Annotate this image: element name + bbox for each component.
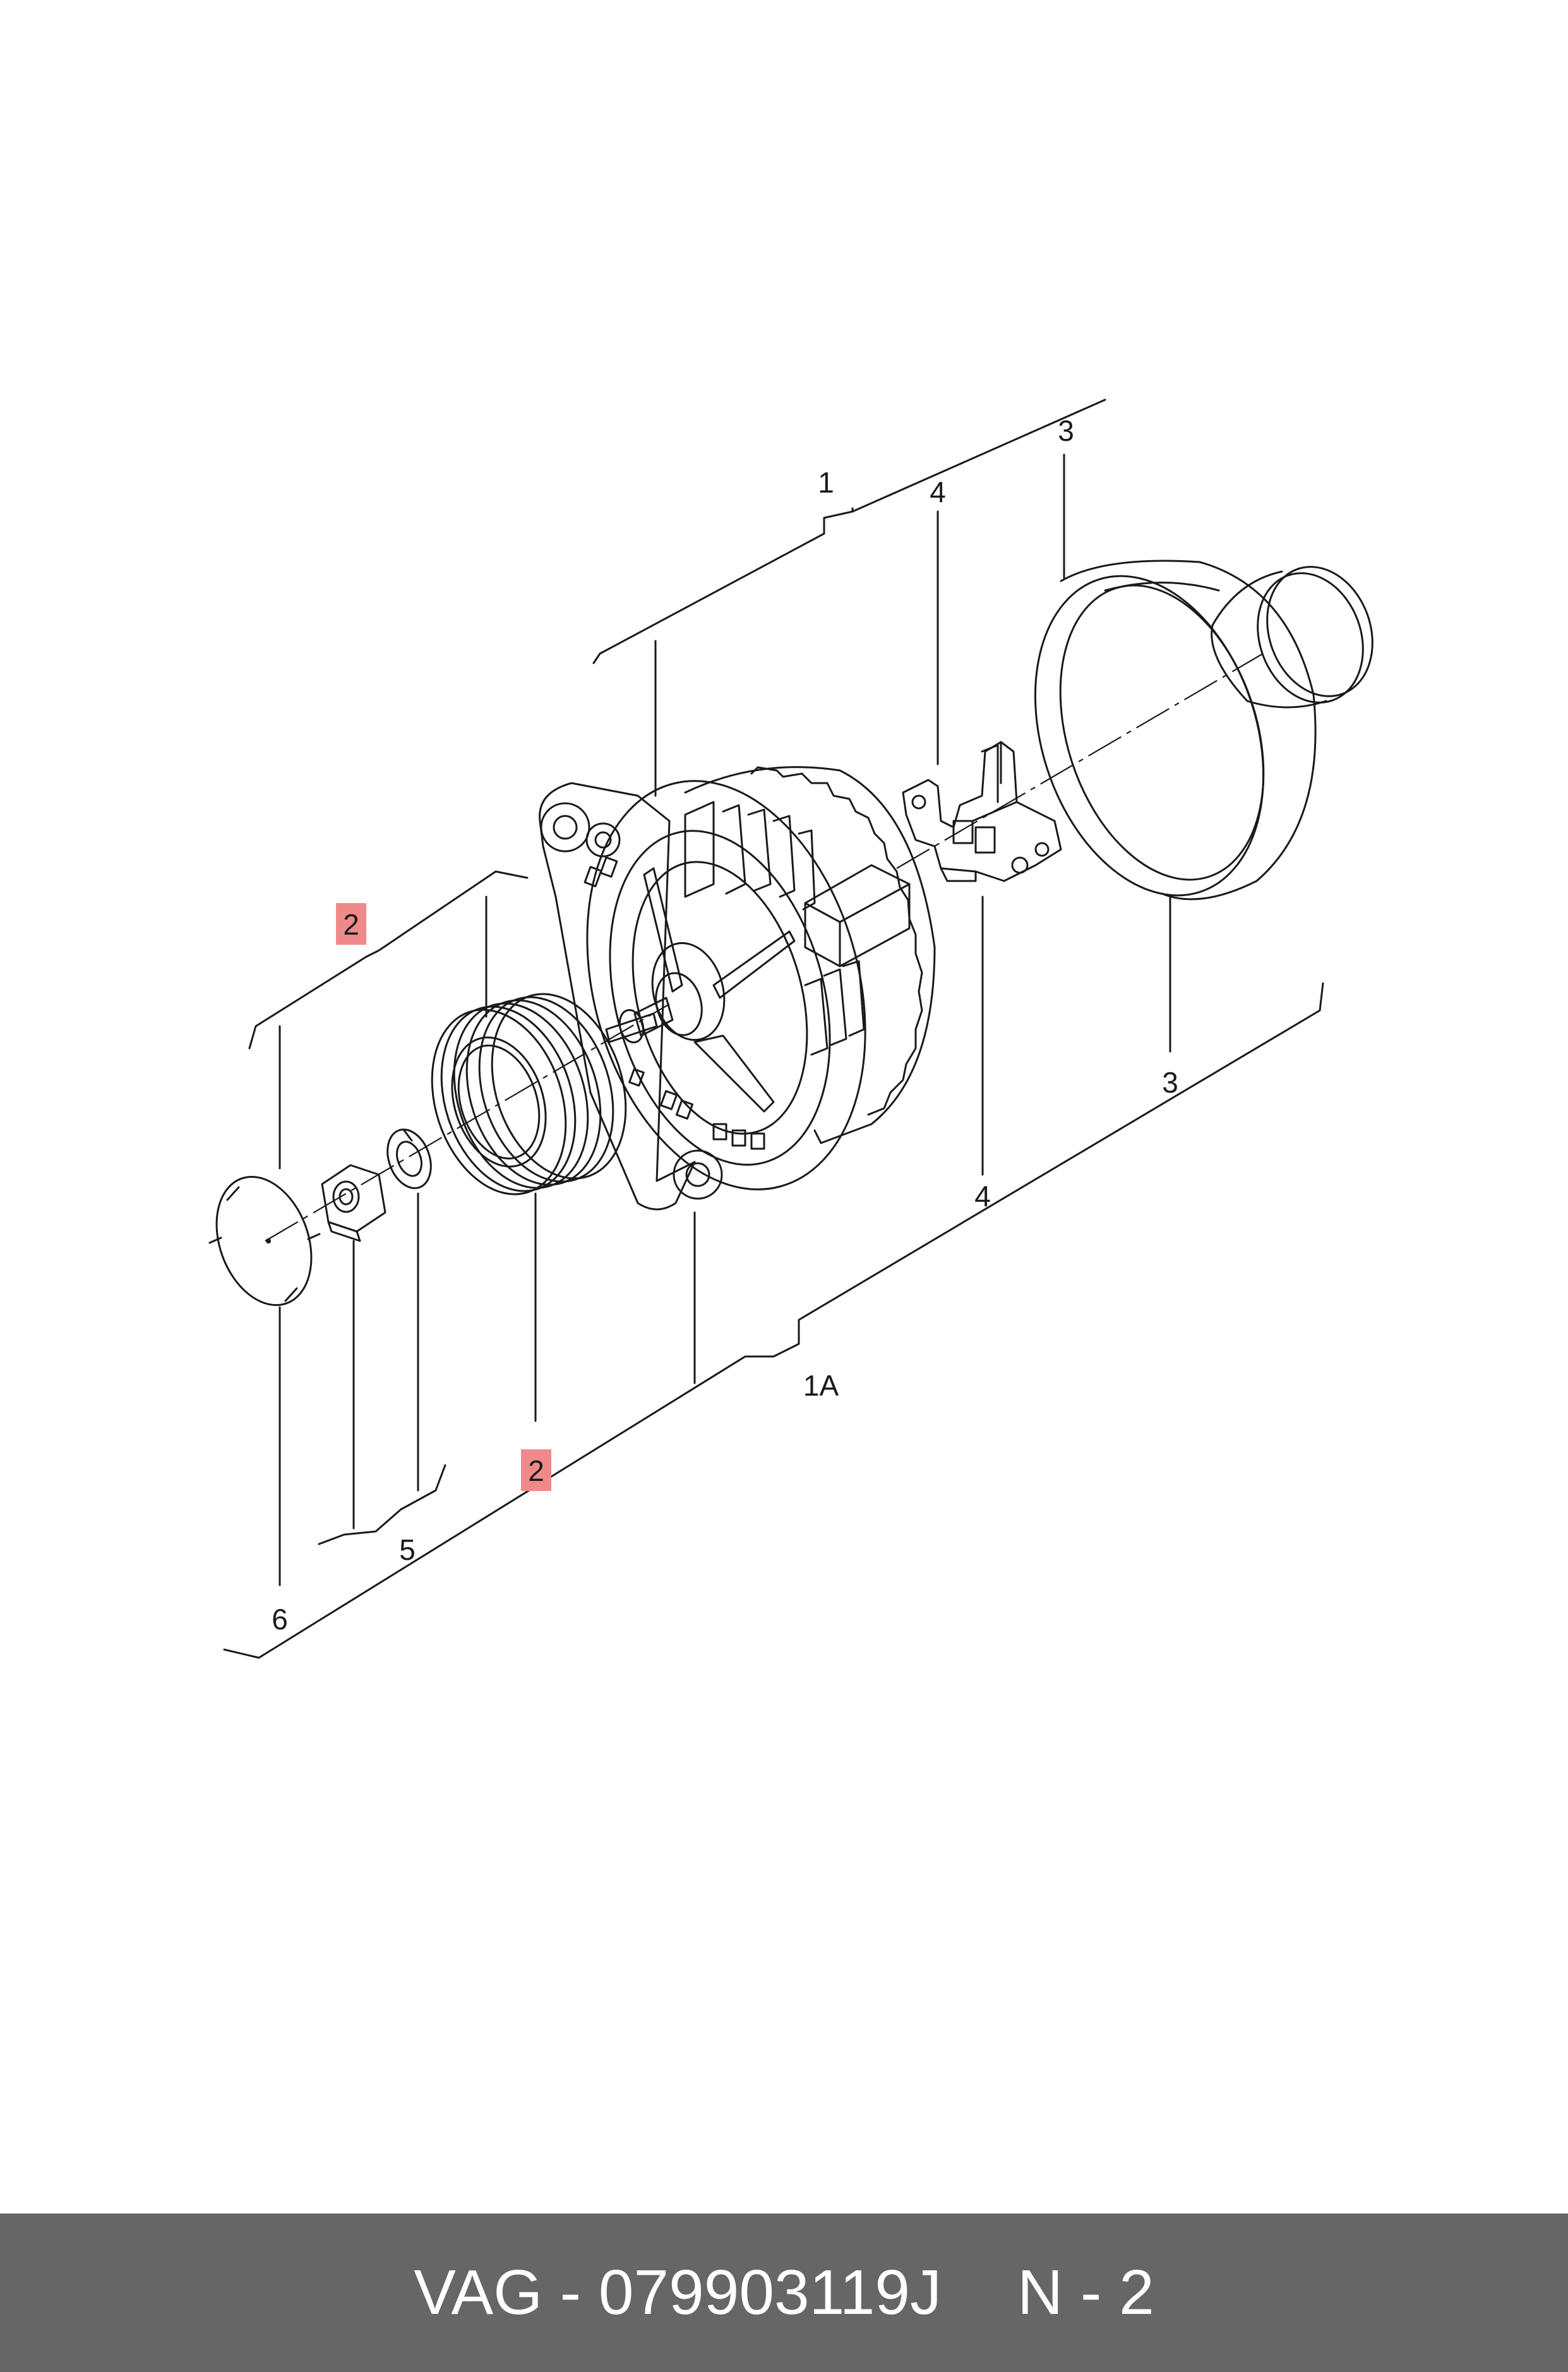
callout-2-bottom: 2 <box>528 1454 544 1487</box>
protective-cap-part <box>208 1175 321 1307</box>
callout-4-top: 4 <box>930 476 946 508</box>
callout-1a: 1A <box>803 1369 839 1402</box>
rear-cover-part <box>1034 560 1373 901</box>
callout-3-bottom: 3 <box>1162 1066 1178 1099</box>
alternator-part <box>539 766 936 1211</box>
callout-4-bottom: 4 <box>974 1180 991 1213</box>
assembly-axis-left <box>265 1003 670 1242</box>
callout-3-top: 3 <box>1058 414 1074 447</box>
callout-2-top-highlight <box>336 903 366 945</box>
bracket-1a <box>223 982 1324 1659</box>
belt-pulley-part <box>431 993 627 1195</box>
spring-washer-part <box>386 1129 432 1189</box>
assembly-axis-right <box>896 653 1264 869</box>
bracket-1 <box>592 398 1106 664</box>
callout-2-bottom-highlight <box>521 1449 551 1491</box>
nut-part <box>321 1164 386 1242</box>
callout-6: 6 <box>272 1603 288 1636</box>
footer-bar: VAG - 079903119J N - 2 <box>0 2213 1568 2372</box>
bracket-5 <box>318 1464 446 1545</box>
page-ref-label: N - 2 <box>1017 2257 1154 2328</box>
voltage-regulator-part <box>902 741 1062 882</box>
callout-5: 5 <box>399 1533 416 1566</box>
exploded-parts-diagram: 1 1A 4 4 3 3 5 6 2 2 <box>208 398 1373 1659</box>
callout-2-top: 2 <box>343 908 359 941</box>
callout-1: 1 <box>818 466 834 499</box>
part-number-label: VAG - 079903119J <box>414 2257 942 2328</box>
bracket-2 <box>248 870 529 1050</box>
diagram-canvas: 1 1A 4 4 3 3 5 6 2 2 <box>208 398 1373 1659</box>
